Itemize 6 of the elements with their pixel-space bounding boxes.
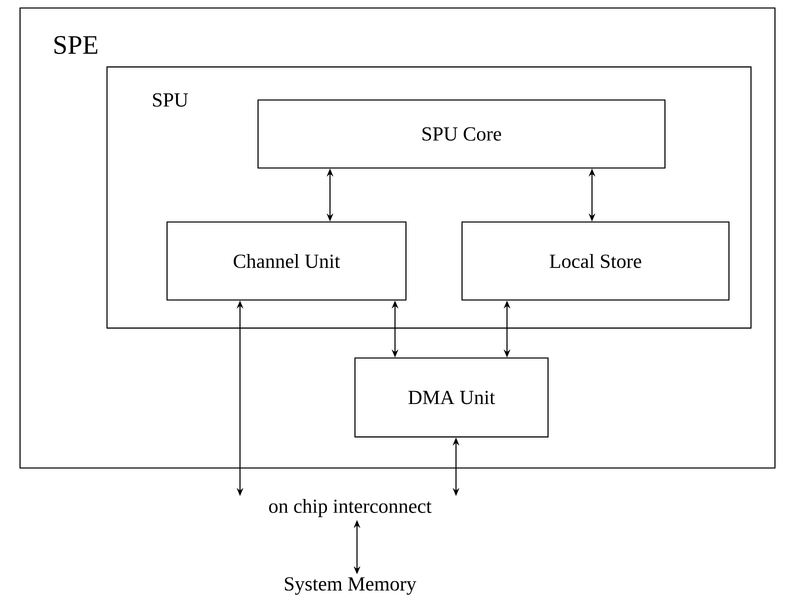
bus-label: on chip interconnect [269, 498, 432, 518]
block-box: SPU Core [258, 99, 666, 169]
bus-label: System Memory [284, 577, 416, 595]
block-box: DMA Unit [354, 358, 549, 438]
block-box: Local Store [462, 221, 730, 301]
block-box: Channel Unit [166, 221, 406, 301]
